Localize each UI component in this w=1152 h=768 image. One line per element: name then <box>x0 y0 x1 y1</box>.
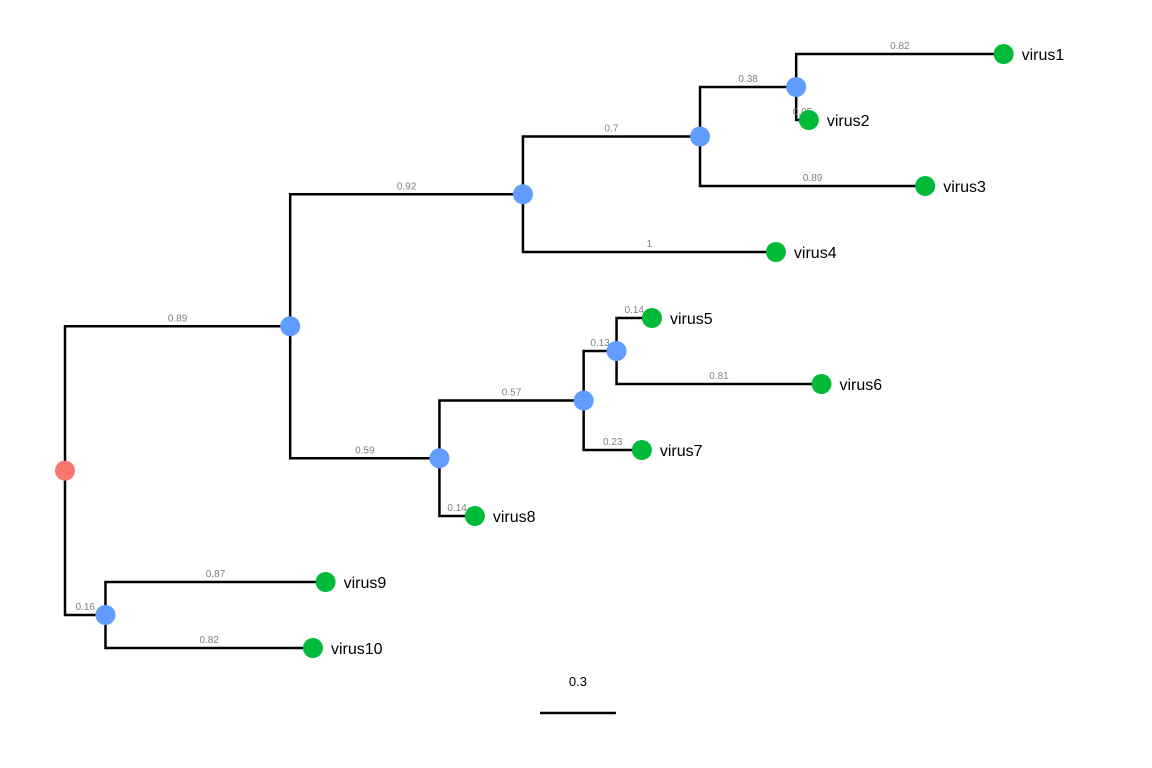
branch-virus8 <box>438 458 475 518</box>
tip-label-virus9: virus9 <box>344 575 387 592</box>
branch-virus9 <box>104 580 326 615</box>
tip-node-virus6 <box>811 374 832 394</box>
tree-branches <box>63 52 1004 650</box>
branch-length-label-n3: 0.7 <box>605 124 619 135</box>
tip-node-virus1 <box>993 44 1014 64</box>
tip-node-virus10 <box>302 638 323 658</box>
branch-length-label-n6: 0.57 <box>502 388 522 399</box>
tip-node-virus5 <box>641 308 662 328</box>
tip-label-virus1: virus1 <box>1022 47 1065 64</box>
tip-node-virus8 <box>464 506 485 526</box>
branch-virus4 <box>521 194 776 254</box>
branch-length-label-n1: 0.89 <box>168 313 188 324</box>
root-node-n0 <box>55 460 75 481</box>
branch-n7 <box>582 349 617 401</box>
internal-node-n3 <box>690 126 711 147</box>
internal-node-n7 <box>606 341 627 361</box>
branch-n4 <box>698 85 797 137</box>
branch-length-label-virus5: 0.14 <box>625 305 645 316</box>
branch-n3 <box>521 135 701 195</box>
branch-n1 <box>63 325 291 471</box>
internal-node-n6 <box>573 390 594 411</box>
tip-label-virus8: virus8 <box>493 509 536 526</box>
branch-length-labels: 0.890.920.70.380.820.050.8910.590.570.13… <box>76 41 911 646</box>
tip-labels: virus1 virus2 virus3 virus4 virus5 virus6 viru… <box>331 47 1064 658</box>
branch-length-label-virus10: 0.82 <box>199 635 219 646</box>
scale-bar-label: 0.3 <box>569 674 587 689</box>
tree-nodes <box>55 44 1014 658</box>
branch-length-label-virus4: 1 <box>647 239 653 250</box>
tip-node-virus3 <box>915 176 936 196</box>
scale-bar: 0.3 <box>540 674 616 715</box>
internal-node-n5 <box>429 448 450 469</box>
branch-n8 <box>63 470 106 617</box>
internal-node-n2 <box>512 184 533 205</box>
tip-node-virus2 <box>798 110 819 130</box>
branch-n5 <box>288 326 440 460</box>
tip-node-virus4 <box>765 242 786 262</box>
tip-node-virus7 <box>631 440 652 460</box>
tip-label-virus4: virus4 <box>794 245 837 262</box>
branch-virus6 <box>615 351 822 386</box>
branch-n6 <box>438 399 584 459</box>
tip-label-virus5: virus5 <box>670 311 713 328</box>
branch-length-label-virus8: 0.14 <box>447 503 467 514</box>
branch-length-label-virus1: 0.82 <box>890 41 910 52</box>
branch-length-label-virus7: 0.23 <box>603 437 623 448</box>
branch-length-label-virus6: 0.81 <box>709 371 729 382</box>
internal-node-n8 <box>95 605 116 625</box>
tip-label-virus2: virus2 <box>827 113 870 130</box>
tip-label-virus6: virus6 <box>839 377 882 394</box>
branch-length-label-virus9: 0.87 <box>206 569 226 580</box>
branch-virus7 <box>582 400 642 452</box>
branch-length-label-n5: 0.59 <box>355 445 375 456</box>
branch-length-label-n2: 0.92 <box>397 181 417 192</box>
tip-label-virus10: virus10 <box>331 641 383 658</box>
internal-node-n4 <box>786 77 807 97</box>
branch-virus10 <box>104 615 313 650</box>
branch-virus3 <box>698 136 926 188</box>
internal-node-n1 <box>280 316 301 337</box>
tip-label-virus3: virus3 <box>943 179 986 196</box>
branch-virus1 <box>794 52 1004 87</box>
branch-length-label-virus3: 0.89 <box>803 173 823 184</box>
tip-node-virus9 <box>315 572 336 592</box>
branch-length-label-n4: 0.38 <box>738 74 758 85</box>
branch-n2 <box>288 193 523 327</box>
branch-length-label-n7: 0.13 <box>590 338 610 349</box>
branch-virus5 <box>615 316 652 351</box>
tip-label-virus7: virus7 <box>660 443 703 460</box>
branch-length-label-n8: 0.16 <box>76 602 96 613</box>
